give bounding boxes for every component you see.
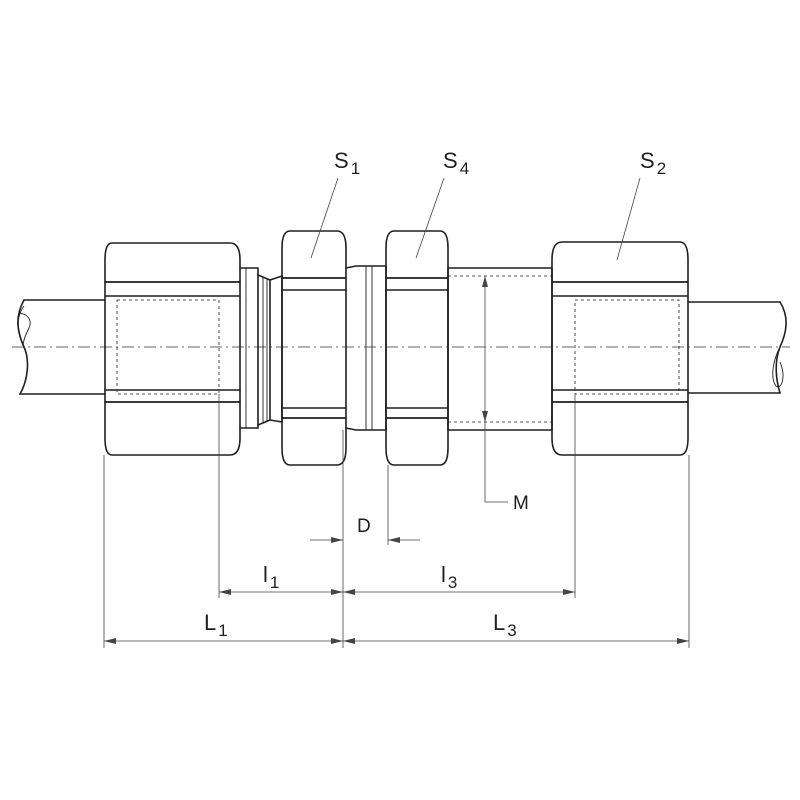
m-label: M — [513, 493, 529, 514]
right-tube — [687, 301, 787, 394]
bulkhead-section — [345, 265, 387, 431]
dim-d: D — [310, 516, 420, 543]
threaded-body — [447, 267, 553, 431]
s1-hex-body — [281, 230, 347, 466]
s2-leader — [616, 177, 641, 261]
s1-leader — [310, 177, 339, 259]
left-neck — [239, 267, 283, 429]
left-tube — [17, 299, 106, 395]
right-union-nut — [551, 241, 689, 456]
s4-locknut — [385, 230, 449, 466]
extension-lines — [103, 394, 690, 648]
d-label: D — [357, 516, 371, 537]
s4-leader — [415, 177, 445, 259]
m-leader — [484, 422, 508, 503]
left-union-nut — [104, 242, 241, 456]
